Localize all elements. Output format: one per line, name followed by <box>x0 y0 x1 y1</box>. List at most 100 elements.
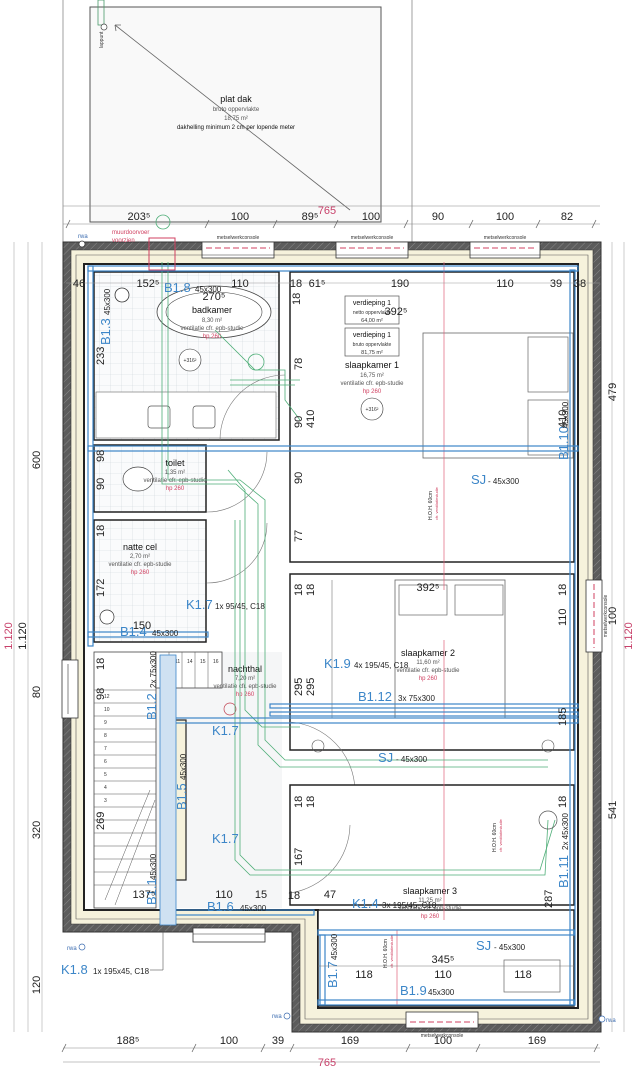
room-name-toilet: toilet <box>165 458 185 468</box>
svg-text:hp 260: hp 260 <box>419 676 438 682</box>
svg-text:120: 120 <box>31 976 43 994</box>
svg-text:9: 9 <box>104 720 107 726</box>
svg-text:K1.9: K1.9 <box>324 656 351 671</box>
room-wet-cell: natte cel 2,70 m² ventilatie cfr. epb-st… <box>93 519 268 643</box>
ventilation-ducts <box>161 262 556 876</box>
room-hall: 11 14 15 16 12 10 9 8 7 6 5 4 3 nachthal… <box>93 651 282 909</box>
svg-text:45x300: 45x300 <box>152 629 179 638</box>
svg-text:K1.4: K1.4 <box>352 896 379 911</box>
svg-text:110: 110 <box>215 889 233 901</box>
svg-text:hp 260: hp 260 <box>203 334 222 340</box>
svg-text:345⁵: 345⁵ <box>432 954 455 966</box>
svg-text:45x300: 45x300 <box>240 904 267 913</box>
beam-label-SJ-3: SJ - 45x300 <box>476 938 526 953</box>
beam-label-B1.11: B1.11 2x 45x300 <box>556 813 571 888</box>
svg-text:15: 15 <box>255 889 267 901</box>
room-toilet: toilet 1,35 m² ventilatie cfr. epb-studi… <box>93 444 268 513</box>
window-top-2: metselwerkconsole <box>335 235 409 259</box>
svg-text:- 45x300: - 45x300 <box>494 943 526 952</box>
svg-text:K1.7: K1.7 <box>212 831 239 846</box>
svg-text:110: 110 <box>231 278 249 290</box>
svg-text:77: 77 <box>293 530 305 542</box>
svg-text:172: 172 <box>95 579 107 597</box>
svg-text:rwa: rwa <box>272 1014 282 1020</box>
svg-text:18: 18 <box>557 584 569 596</box>
svg-text:3x 195/45, C18: 3x 195/45, C18 <box>382 901 437 910</box>
svg-text:ventilatie cfr. epb-studie: ventilatie cfr. epb-studie <box>340 381 404 387</box>
svg-text:410: 410 <box>305 410 317 428</box>
beam-label-B1.3: B1.3 45x300 <box>98 288 113 345</box>
top-total-dim: 765 <box>318 205 336 217</box>
svg-text:110: 110 <box>434 969 452 981</box>
svg-text:1x 195x45, C18: 1x 195x45, C18 <box>93 967 150 976</box>
svg-text:18: 18 <box>291 293 303 305</box>
svg-text:38: 38 <box>574 278 586 290</box>
beam-label-K1.7-2: K1.7 <box>212 723 239 738</box>
svg-text:hp 260: hp 260 <box>363 389 382 395</box>
beam-label-B1.10: B1.10 45x300 <box>556 401 571 460</box>
window-right: metselwerkconsole <box>585 579 609 653</box>
svg-text:18: 18 <box>557 796 569 808</box>
svg-text:45x300: 45x300 <box>195 285 222 294</box>
right-dimension-line: 479 100 541 1.120 <box>607 242 635 1032</box>
svg-text:150: 150 <box>133 620 151 632</box>
svg-text:cfr. ventilatiestudie: cfr. ventilatiestudie <box>389 934 394 968</box>
svg-text:B1.8: B1.8 <box>164 280 191 295</box>
svg-text:1x 95/45, C18: 1x 95/45, C18 <box>215 602 265 611</box>
beam-label-B1.9: B1.9 45x300 <box>400 983 455 998</box>
svg-text:2x 75x300: 2x 75x300 <box>149 651 158 688</box>
svg-text:B1.10: B1.10 <box>556 426 571 460</box>
svg-text:B1.12: B1.12 <box>358 689 392 704</box>
svg-text:rwa: rwa <box>78 234 88 240</box>
svg-text:2x 45x300: 2x 45x300 <box>561 813 570 850</box>
svg-text:B1.4: B1.4 <box>120 624 147 639</box>
svg-text:39: 39 <box>272 1035 284 1047</box>
svg-text:11,60 m²: 11,60 m² <box>416 660 439 666</box>
beam-label-B1.5: B1.5 45x300 <box>174 753 189 810</box>
room-name-wet-cell: natte cel <box>123 542 157 552</box>
svg-text:B1.6: B1.6 <box>207 899 234 914</box>
svg-text:18: 18 <box>290 278 302 290</box>
svg-text:metselwerkconsole: metselwerkconsole <box>217 235 260 241</box>
svg-text:B1.3: B1.3 <box>98 318 113 345</box>
svg-text:3: 3 <box>104 798 107 804</box>
svg-text:voorzien: voorzien <box>112 238 135 244</box>
svg-text:295: 295 <box>305 678 317 696</box>
svg-text:H.O.H. 60cm: H.O.H. 60cm <box>428 491 434 520</box>
svg-text:90: 90 <box>432 211 444 223</box>
svg-text:metselwerkconsole: metselwerkconsole <box>484 235 527 241</box>
svg-text:8: 8 <box>104 733 107 739</box>
svg-text:metselwerkconsole: metselwerkconsole <box>421 1033 464 1039</box>
svg-text:18: 18 <box>293 796 305 808</box>
rwa-markers: rwa rwa rwa rwa <box>67 234 616 1024</box>
beam-label-K1.4: K1.4 3x 195/45, C18 <box>352 896 437 911</box>
svg-text:B1.2: B1.2 <box>144 693 159 720</box>
svg-text:137⁵: 137⁵ <box>133 889 156 901</box>
svg-text:152⁵: 152⁵ <box>137 278 160 290</box>
svg-text:45x300: 45x300 <box>149 853 158 880</box>
svg-text:B1.1: B1.1 <box>144 878 159 905</box>
svg-text:18: 18 <box>288 890 300 902</box>
svg-text:7: 7 <box>104 746 107 752</box>
beam-label-K1.9: K1.9 4x 195/45, C18 <box>324 656 409 671</box>
reference-lines <box>396 262 445 1005</box>
svg-text:bruto oppervlakte: bruto oppervlakte <box>353 342 392 348</box>
svg-text:3x 75x300: 3x 75x300 <box>398 694 435 703</box>
svg-text:479: 479 <box>607 383 619 401</box>
svg-text:12: 12 <box>104 694 110 700</box>
bruto-area: 81,75 m² <box>361 350 383 356</box>
svg-text:ventilatie cfr. epb-studie: ventilatie cfr. epb-studie <box>108 562 172 568</box>
svg-text:B1.5: B1.5 <box>174 783 189 810</box>
beam-label-B1.1: B1.1 45x300 <box>144 853 159 905</box>
svg-text:18: 18 <box>293 584 305 596</box>
svg-text:110: 110 <box>557 608 569 626</box>
svg-text:ventilatie cfr. epb-studie: ventilatie cfr. epb-studie <box>143 478 207 484</box>
svg-text:295: 295 <box>293 678 305 696</box>
svg-text:+316²: +316² <box>184 358 197 364</box>
svg-text:100: 100 <box>231 211 249 223</box>
svg-text:B1.7: B1.7 <box>325 961 340 988</box>
svg-text:2,70 m²: 2,70 m² <box>130 554 150 560</box>
svg-text:hp 260: hp 260 <box>421 914 440 920</box>
svg-text:18: 18 <box>95 525 107 537</box>
room-name-bathroom: badkamer <box>192 305 232 315</box>
